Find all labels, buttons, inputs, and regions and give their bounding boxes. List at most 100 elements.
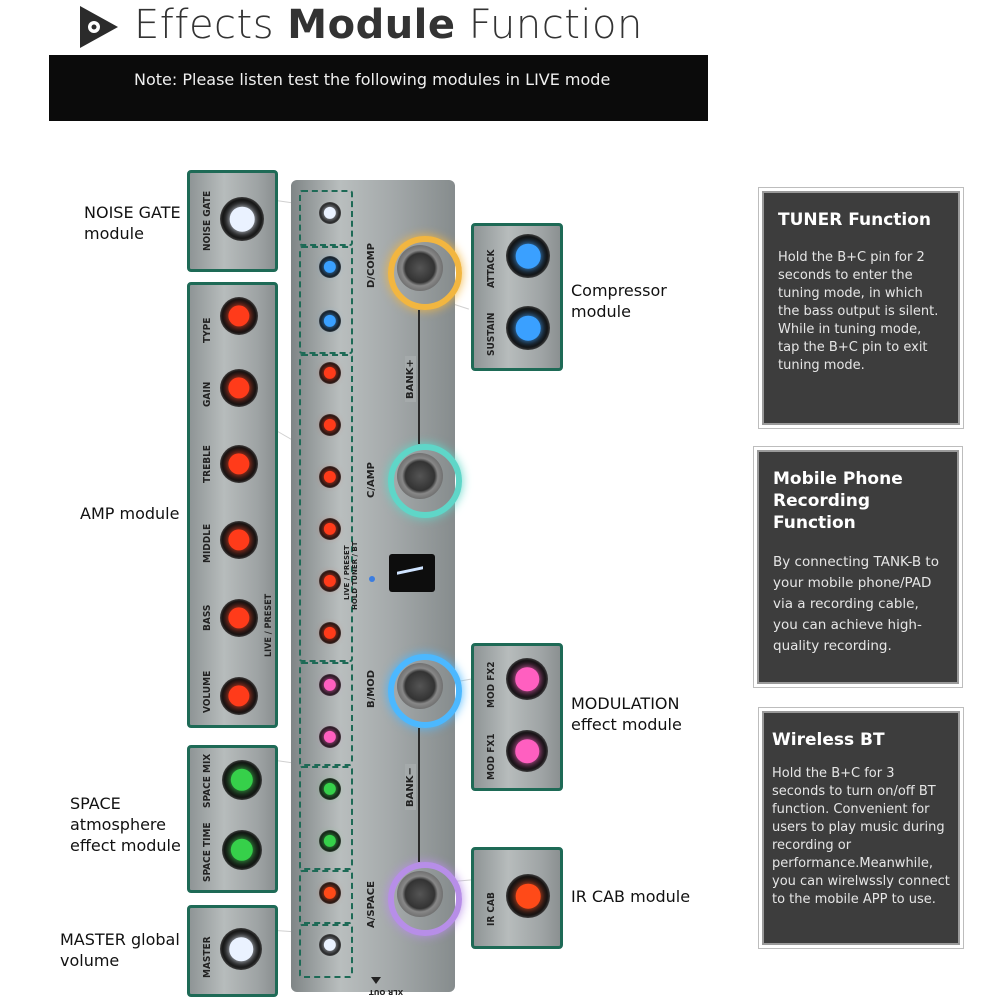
c-amp-ring	[388, 444, 462, 518]
type-knob[interactable]	[220, 297, 258, 335]
a-space-footswitch[interactable]	[397, 871, 443, 917]
sustain-knob[interactable]	[506, 306, 550, 350]
master-group	[299, 924, 353, 978]
bank-plus-line	[418, 310, 420, 444]
volume-knob-label: VOLUME	[202, 670, 213, 713]
pedal-type-knob[interactable]	[319, 362, 341, 384]
noise-gate-group	[299, 190, 353, 246]
pedal-mod-fx2-knob[interactable]	[319, 674, 341, 696]
d-comp-label: D/COMP	[366, 242, 377, 288]
modulation-label: MODULATION effect module	[571, 694, 682, 734]
middle-knob[interactable]	[220, 521, 258, 559]
pedal-ir-cab-knob[interactable]	[319, 882, 341, 904]
c-amp-footswitch[interactable]	[397, 453, 443, 499]
ircab-zoom-box: IR CAB	[471, 847, 563, 949]
mobile-card: Mobile Phone Recording Function By conne…	[757, 450, 959, 684]
pedal-space-mix-knob[interactable]	[319, 778, 341, 800]
pedal-volume-knob[interactable]	[319, 622, 341, 644]
ircab-group	[299, 870, 353, 924]
treble-knob[interactable]	[220, 445, 258, 483]
modulation-zoom-box: MOD FX2 MOD FX1	[471, 643, 563, 791]
d-comp-ring	[388, 236, 462, 310]
xlr-arrow-icon	[371, 977, 381, 984]
pedal-sustain-knob[interactable]	[319, 310, 341, 332]
mod-fx2-knob[interactable]	[506, 658, 548, 700]
master-zoom-box: MASTER	[187, 905, 278, 997]
ircab-label: IR CAB module	[571, 887, 691, 906]
page-title: Effects Module Function	[134, 2, 643, 48]
pedal-mod-fx1-knob[interactable]	[319, 726, 341, 748]
space-time-knob-label: SPACE TIME	[202, 822, 213, 882]
sustain-knob-label: SUSTAIN	[486, 312, 497, 356]
pedal-noise-gate-knob[interactable]	[319, 202, 341, 224]
master-label: MASTER global volume	[60, 930, 180, 970]
bass-knob[interactable]	[220, 599, 258, 637]
gain-knob-label: GAIN	[202, 381, 213, 407]
bt-indicator	[369, 576, 375, 582]
note-text: Note: Please listen test the following m…	[134, 70, 611, 89]
tuner-card-title: TUNER Function	[778, 210, 932, 230]
pedal-treble-knob[interactable]	[319, 466, 341, 488]
d-comp-footswitch[interactable]	[397, 245, 443, 291]
bank-minus-line	[418, 728, 420, 862]
pedal-middle-knob[interactable]	[319, 518, 341, 540]
master-knob-label: MASTER	[202, 936, 213, 978]
bank-plus-label: BANK+	[405, 356, 416, 402]
note-banner	[49, 55, 708, 121]
pedal-gain-knob[interactable]	[319, 414, 341, 436]
mod-fx2-knob-label: MOD FX2	[486, 661, 497, 708]
treble-knob-label: TREBLE	[202, 445, 213, 483]
bt-card: Wireless BT Hold the B+C for 3 seconds t…	[762, 711, 960, 945]
pedal-attack-knob[interactable]	[319, 256, 341, 278]
mod-fx1-knob-label: MOD FX1	[486, 733, 497, 780]
noise-gate-knob-label: NOISE GATE	[202, 190, 213, 251]
tuner-card-body: Hold the B+C pin for 2 seconds to enter …	[778, 250, 939, 373]
attack-knob-label: ATTACK	[486, 249, 497, 288]
bass-knob-label: BASS	[202, 604, 213, 631]
a-space-label: A/SPACE	[366, 881, 377, 928]
b-mod-footswitch[interactable]	[397, 663, 443, 709]
gain-knob[interactable]	[220, 369, 258, 407]
live-preset-label: LIVE / PRESET	[264, 593, 274, 657]
mobile-card-title: Mobile Phone Recording Function	[773, 469, 903, 533]
mod-fx1-knob[interactable]	[506, 730, 548, 772]
noise-gate-knob[interactable]	[220, 197, 264, 241]
hold-tuner-label: HOLD TUNER / BT	[351, 541, 359, 610]
xlr-out-label: XLR OUT	[369, 988, 404, 996]
ir-cab-knob[interactable]	[506, 874, 550, 918]
a-space-ring	[388, 862, 462, 936]
bt-card-title: Wireless BT	[772, 730, 885, 750]
pedal-master-knob[interactable]	[319, 934, 341, 956]
space-mix-knob[interactable]	[222, 760, 262, 800]
tuner-display	[389, 554, 435, 592]
b-mod-label: B/MOD	[366, 669, 377, 708]
pedal-body: D/COMP C/AMP B/MOD A/SPACE BANK+ BANK− H…	[291, 180, 462, 996]
ir-cab-knob-label: IR CAB	[486, 892, 497, 926]
compressor-group	[299, 246, 353, 354]
compressor-zoom-box: ATTACK SUSTAIN	[471, 223, 563, 371]
attack-knob[interactable]	[506, 234, 550, 278]
space-label: SPACE atmosphere effect module	[70, 794, 181, 855]
space-time-knob[interactable]	[222, 830, 262, 870]
space-zoom-box: SPACE MIX SPACE TIME	[187, 745, 278, 893]
bt-card-body: Hold the B+C for 3 seconds to turn on/of…	[772, 766, 950, 907]
compressor-label: Compressor module	[571, 281, 667, 321]
volume-knob[interactable]	[220, 677, 258, 715]
noise-gate-label: NOISE GATE module	[84, 203, 181, 243]
pedal-space-time-knob[interactable]	[319, 830, 341, 852]
brand-logo	[80, 6, 118, 48]
tuner-card: TUNER Function Hold the B+C pin for 2 se…	[762, 191, 960, 425]
amp-label: AMP module	[80, 504, 180, 523]
mobile-card-body: By connecting TANK-B to your mobile phon…	[773, 554, 939, 654]
pedal-bass-knob[interactable]	[319, 570, 341, 592]
middle-knob-label: MIDDLE	[202, 523, 213, 563]
c-amp-label: C/AMP	[366, 461, 377, 498]
amp-group	[299, 354, 353, 662]
bank-minus-label: BANK−	[405, 764, 416, 810]
b-mod-ring	[388, 654, 462, 728]
space-mix-knob-label: SPACE MIX	[202, 753, 213, 808]
master-knob[interactable]	[220, 928, 262, 970]
noise-gate-zoom-box: NOISE GATE	[187, 170, 278, 272]
modulation-group	[299, 662, 353, 766]
amp-zoom-box: TYPE GAIN TREBLE MIDDLE BASS VOLUME LIVE…	[187, 282, 278, 728]
